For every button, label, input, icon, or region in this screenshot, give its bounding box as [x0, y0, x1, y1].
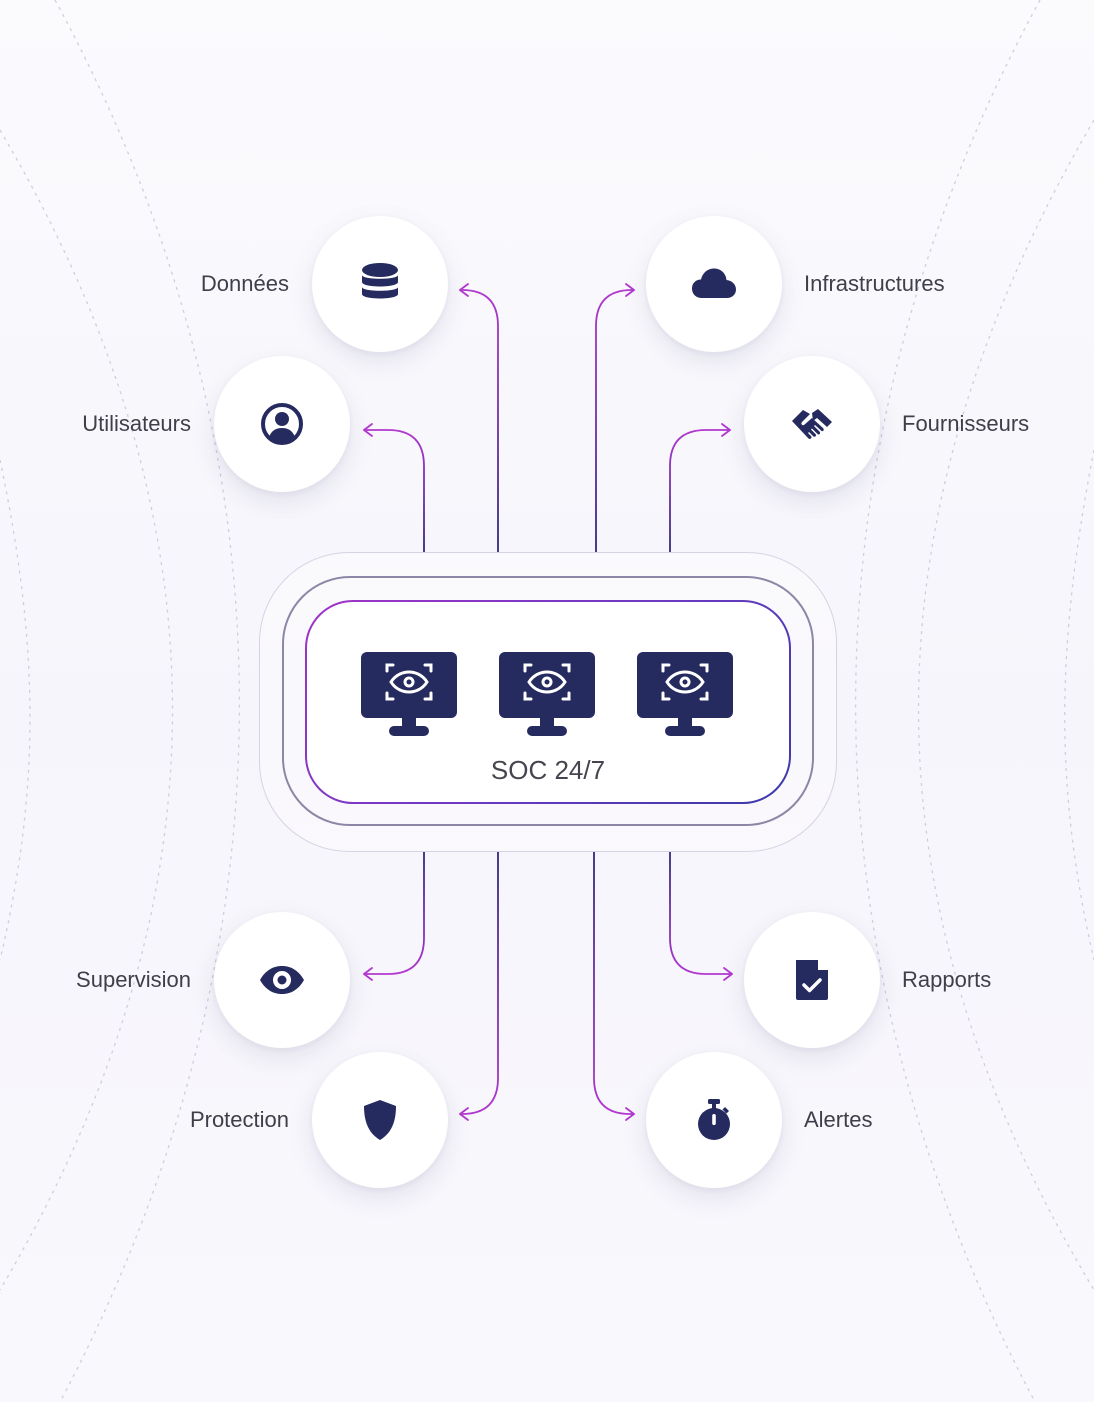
connector-fournisseurs: [669, 429, 731, 553]
connector-utilisateurs: [363, 429, 425, 553]
database-icon: [362, 263, 398, 299]
cloud-icon: [692, 268, 736, 298]
node-infrastructures[interactable]: [646, 216, 782, 352]
label-supervision: Supervision: [76, 967, 191, 992]
arrow-protection: [459, 1107, 469, 1121]
arrow-fournisseurs: [721, 423, 731, 437]
connector-alertes: [593, 851, 635, 1115]
connector-supervision: [363, 851, 425, 975]
soc-label: SOC 24/7: [490, 755, 606, 785]
monitor-eye-icon: [499, 652, 595, 736]
shield-icon: [364, 1100, 396, 1140]
node-utilisateurs[interactable]: [214, 356, 350, 492]
arrow-rapports: [723, 967, 733, 981]
arrow-donnees: [459, 283, 469, 297]
node-supervision[interactable]: [214, 912, 350, 1048]
stopwatch-icon: [698, 1099, 730, 1140]
user-circle-icon: [261, 403, 303, 445]
node-protection[interactable]: [312, 1052, 448, 1188]
arrow-infrastructures: [625, 283, 635, 297]
arrow-supervision: [363, 967, 373, 981]
node-rapports[interactable]: [744, 912, 880, 1048]
monitor-eye-icon: [637, 652, 733, 736]
node-donnees[interactable]: [312, 216, 448, 352]
label-infrastructures: Infrastructures: [804, 271, 945, 296]
monitor-eye-icon: [361, 652, 457, 736]
label-donnees: Données: [200, 271, 289, 296]
node-fournisseurs[interactable]: [744, 356, 880, 492]
arrow-alertes: [625, 1107, 635, 1121]
connector-donnees: [459, 289, 499, 553]
label-protection: Protection: [189, 1107, 289, 1132]
arrow-utilisateurs: [363, 423, 373, 437]
eye-icon: [260, 966, 304, 994]
label-utilisateurs: Utilisateurs: [82, 411, 191, 436]
label-rapports: Rapports: [902, 967, 992, 992]
connector-infrastructures: [595, 289, 635, 553]
handshake-icon: [792, 409, 832, 439]
node-alertes[interactable]: [646, 1052, 782, 1188]
label-alertes: Alertes: [804, 1107, 873, 1132]
connector-protection: [459, 851, 499, 1115]
connector-rapports: [669, 851, 733, 975]
soc-hub-middle-ring: [282, 576, 814, 826]
label-fournisseurs: Fournisseurs: [902, 411, 1030, 436]
file-check-icon: [796, 960, 828, 1000]
